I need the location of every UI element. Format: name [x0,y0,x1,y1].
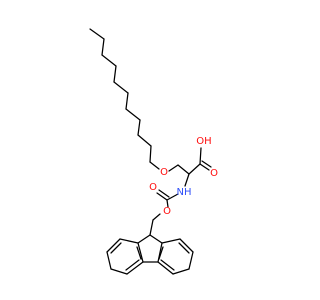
bond-right-ring-inner-3 [158,246,164,260]
bond-c-o-double-b [201,160,212,168]
bond-chain-5 [113,81,129,94]
decyl-chain [89,28,160,170]
bond-left-ring-2 [126,261,144,275]
bond-chain-4 [113,65,117,83]
bond-calpha-n [184,173,190,187]
atom-label-carbamate-ester-oxygen: O [163,206,171,217]
atom-label-ether-oxygen: O [160,167,168,178]
bond-right-ring-5 [179,238,194,253]
molecule-structure: O OH O NH O O [89,28,218,275]
bond-calpha-cooh [188,163,201,175]
fmoc-linker [149,213,161,236]
bond-chain-1 [89,28,105,40]
bond-chain-6 [125,92,129,110]
bond-left-ring-inner-3 [136,246,142,260]
bond-right-ring-4 [188,251,194,270]
bond-right-ring-6 [161,238,181,244]
bond-chain-9 [137,134,152,147]
bond-left-ring-inner-2 [110,242,122,254]
bond-chain-3 [101,54,117,67]
bond-chain-o [149,161,160,170]
bond-n-carbonyl [166,193,179,201]
bond-right-ring-inner-1 [160,259,175,271]
bond-c-o-double-a [199,163,210,171]
bond-chain-10 [149,145,152,163]
bond-chain-8 [137,119,141,136]
bond-left-ring-inner-1 [125,259,140,271]
atom-label-acid-hydroxyl: OH [196,136,211,147]
bond-left-ring-5 [106,238,121,253]
bond-left-ring-3 [110,268,128,275]
bond-o-ch2 [168,164,179,172]
bond-carbonyl-o-double-a [156,192,168,201]
fluorenyl-group [106,234,194,275]
atom-label-amide-nitrogen: NH [177,187,192,198]
atom-label-carbamate-oxygen: O [149,182,157,193]
bond-ch2-c9 [149,219,154,236]
bond-ester-o-ch2 [152,213,161,221]
bond-left-ring-6 [119,238,139,244]
bond-c9-right [149,234,163,244]
bond-carbonyl-ester-o [166,199,169,208]
bond-carbonyl-o-double-b [158,189,170,198]
bond-left-ring-1 [137,242,144,263]
bond-right-ring-3 [172,268,190,275]
atom-labels: O OH O NH O O [149,136,218,217]
bond-c-oh [199,147,202,165]
bond-right-ring-inner-2 [178,242,190,254]
bond-chain-7 [125,108,141,121]
atom-label-acid-oxygen: O [210,168,218,179]
bond-left-ring-4 [106,251,112,270]
bond-ch2-calpha [177,164,190,175]
bond-right-ring-2 [157,261,174,275]
bond-chain-2 [101,38,105,56]
bond-c9-left [137,234,151,244]
serine-backbone [156,147,212,208]
